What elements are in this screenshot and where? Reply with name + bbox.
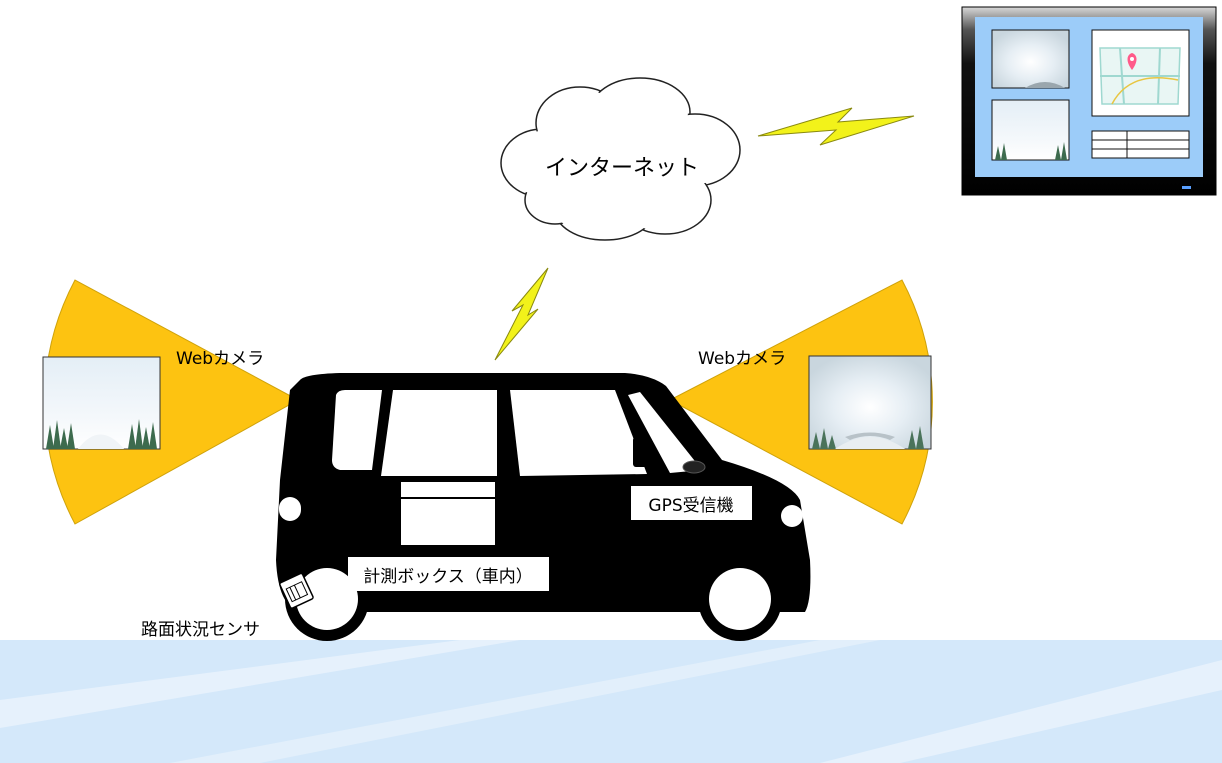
web-camera-left-label: Webカメラ	[176, 349, 264, 369]
monitor-power-led	[1182, 186, 1191, 189]
monitor-map	[1091, 29, 1190, 117]
lightning-bolt-car	[494, 267, 549, 361]
right-camera-fov	[668, 279, 933, 525]
car-window-front	[510, 390, 647, 476]
car-window-rear	[332, 390, 382, 470]
left-camera-image	[42, 356, 161, 450]
gps-receiver-label: GPS受信機	[648, 496, 733, 516]
monitor-info-table	[1091, 130, 1190, 159]
measurement-box	[399, 480, 497, 547]
right-camera-image	[808, 355, 932, 450]
road-sensor-device	[279, 572, 314, 609]
car-window-middle	[381, 390, 497, 476]
road	[0, 640, 1222, 763]
location-pin-icon	[1127, 53, 1137, 70]
gps-label-box	[631, 486, 752, 520]
measurement-label-box	[348, 557, 549, 591]
front-wheel	[709, 568, 771, 630]
car	[276, 373, 811, 641]
car-windshield	[628, 392, 702, 473]
internet-cloud	[500, 77, 741, 241]
web-camera-right-label: Webカメラ	[698, 349, 786, 369]
monitor-camera-thumb-front	[991, 29, 1070, 89]
internet-label: インターネット	[545, 156, 699, 181]
monitor	[961, 6, 1217, 196]
rear-wheel	[296, 568, 358, 630]
measurement-box-label: 計測ボックス（車内）	[363, 567, 533, 587]
gps-antenna	[682, 460, 706, 474]
lightning-bolt-monitor	[757, 107, 915, 146]
road-sensor-label: 路面状況センサ	[141, 620, 260, 640]
